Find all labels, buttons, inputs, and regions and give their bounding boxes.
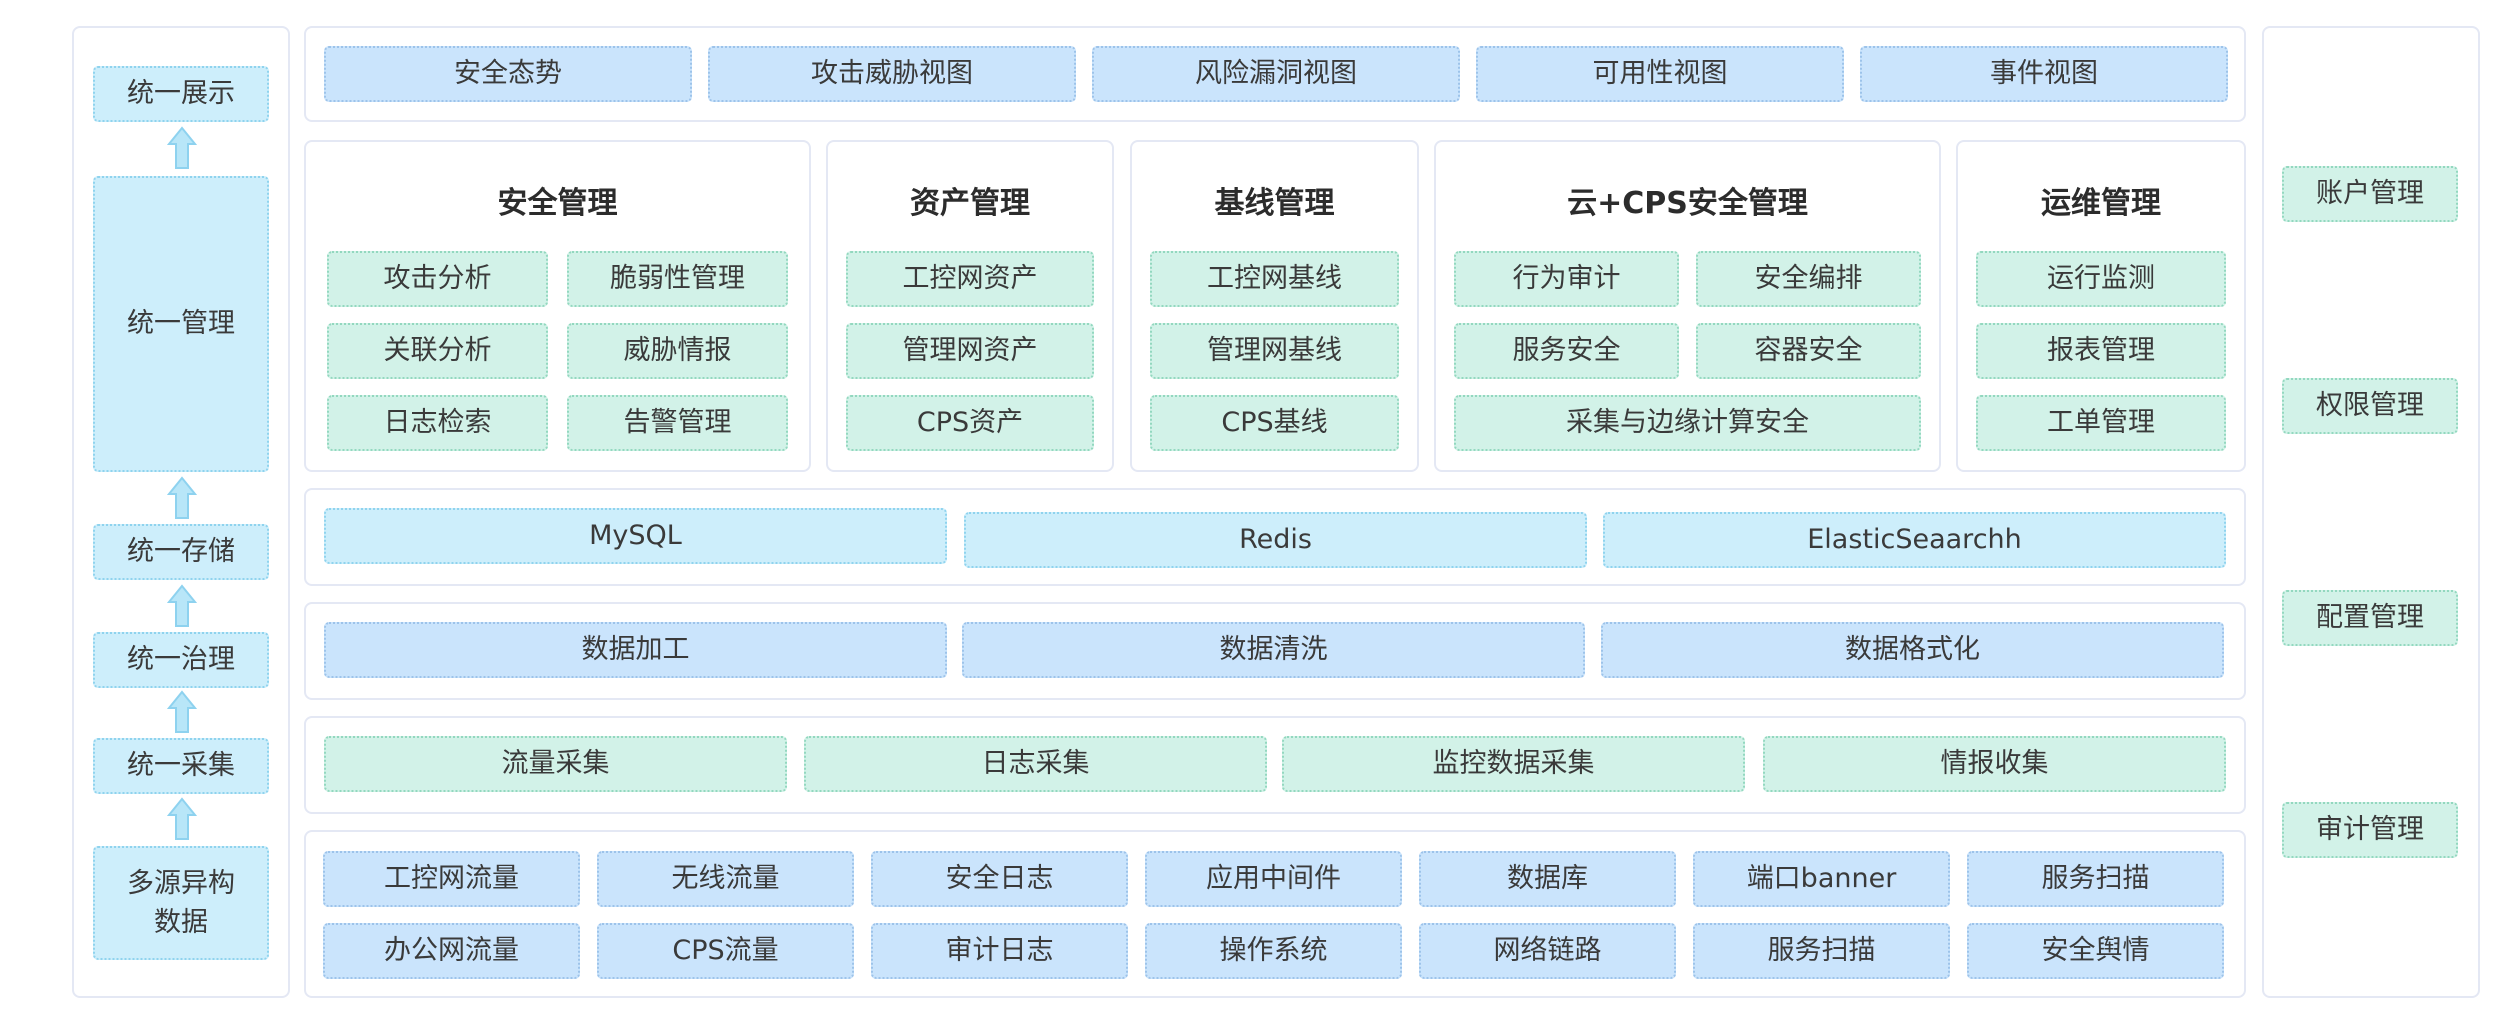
up-arrow-icon xyxy=(167,797,197,840)
module-item: 安全编排 xyxy=(1696,251,1921,307)
source-item: 应用中间件 xyxy=(1145,851,1402,907)
asset-management-title: 资产管理 xyxy=(910,186,1030,221)
view-risk-vulnerability: 风险漏洞视图 xyxy=(1092,46,1460,102)
view-events: 事件视图 xyxy=(1860,46,2228,102)
source-item: 安全日志 xyxy=(871,851,1128,907)
ops-management-title: 运维管理 xyxy=(2041,186,2161,221)
collect-traffic: 流量采集 xyxy=(324,736,787,792)
unified-management-label: 统一管理 xyxy=(93,176,269,472)
unified-collection-label: 统一采集 xyxy=(93,738,269,794)
module-item: 告警管理 xyxy=(567,395,788,451)
up-arrow-icon xyxy=(167,690,197,733)
multi-source-line1: 多源异构 xyxy=(127,867,235,899)
module-item: CPS基线 xyxy=(1150,395,1399,451)
multi-source-line2: 数据 xyxy=(154,907,208,938)
collect-monitoring: 监控数据采集 xyxy=(1282,736,1745,792)
unified-storage-label: 统一存储 xyxy=(93,524,269,580)
multi-source-data-label: 多源异构 数据 xyxy=(93,846,269,960)
up-arrow-icon xyxy=(167,584,197,627)
source-item: 办公网流量 xyxy=(323,923,580,979)
unified-display-label: 统一展示 xyxy=(93,66,269,122)
up-arrow-icon xyxy=(167,476,197,519)
module-item: 报表管理 xyxy=(1976,323,2226,379)
storage-redis: Redis xyxy=(964,512,1587,568)
module-item: 脆弱性管理 xyxy=(567,251,788,307)
process-data-processing: 数据加工 xyxy=(324,622,947,678)
collect-logs: 日志采集 xyxy=(804,736,1267,792)
module-item: 攻击分析 xyxy=(327,251,548,307)
storage-elasticsearch: ElasticSeaarchh xyxy=(1603,512,2226,568)
source-item: 端口banner xyxy=(1693,851,1950,907)
module-item: 工单管理 xyxy=(1976,395,2226,451)
unified-governance-label: 统一治理 xyxy=(93,632,269,688)
storage-mysql: MySQL xyxy=(324,508,947,564)
source-item: 安全舆情 xyxy=(1967,923,2224,979)
source-item: 审计日志 xyxy=(871,923,1128,979)
source-item: 数据库 xyxy=(1419,851,1676,907)
module-item: CPS资产 xyxy=(846,395,1094,451)
view-security-posture: 安全态势 xyxy=(324,46,692,102)
up-arrow-icon xyxy=(167,126,197,169)
source-item: 操作系统 xyxy=(1145,923,1402,979)
process-data-cleansing: 数据清洗 xyxy=(962,622,1585,678)
source-item: 无线流量 xyxy=(597,851,854,907)
security-management-title: 安全管理 xyxy=(497,186,618,221)
module-item: 管理网基线 xyxy=(1150,323,1399,379)
module-item: 威胁情报 xyxy=(567,323,788,379)
module-item: 关联分析 xyxy=(327,323,548,379)
source-item: 服务扫描 xyxy=(1967,851,2224,907)
source-item: 网络链路 xyxy=(1419,923,1676,979)
cloud-cps-management-title: 云+CPS安全管理 xyxy=(1567,186,1808,221)
account-management: 账户管理 xyxy=(2282,166,2458,222)
module-item: 容器安全 xyxy=(1696,323,1921,379)
source-item: 工控网流量 xyxy=(323,851,580,907)
baseline-management-title: 基线管理 xyxy=(1214,186,1335,221)
source-item: CPS流量 xyxy=(597,923,854,979)
module-item: 采集与边缘计算安全 xyxy=(1454,395,1921,451)
permission-management: 权限管理 xyxy=(2282,378,2458,434)
view-attack-threat: 攻击威胁视图 xyxy=(708,46,1076,102)
source-item: 服务扫描 xyxy=(1693,923,1950,979)
audit-management: 审计管理 xyxy=(2282,802,2458,858)
module-item: 日志检索 xyxy=(327,395,548,451)
module-item: 服务安全 xyxy=(1454,323,1679,379)
process-data-formatting: 数据格式化 xyxy=(1601,622,2224,678)
module-item: 工控网资产 xyxy=(846,251,1094,307)
module-item: 行为审计 xyxy=(1454,251,1679,307)
module-item: 运行监测 xyxy=(1976,251,2226,307)
collect-intelligence: 情报收集 xyxy=(1763,736,2226,792)
view-availability: 可用性视图 xyxy=(1476,46,1844,102)
module-item: 管理网资产 xyxy=(846,323,1094,379)
configuration-management: 配置管理 xyxy=(2282,590,2458,646)
module-item: 工控网基线 xyxy=(1150,251,1399,307)
